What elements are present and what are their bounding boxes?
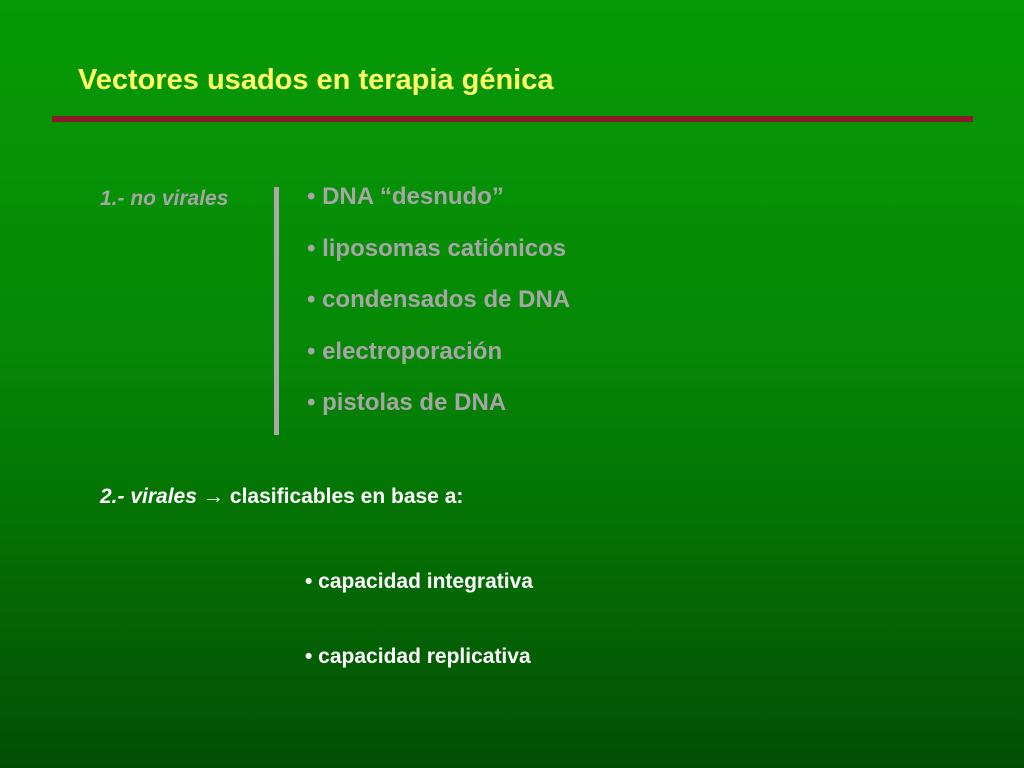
section-viral-text: clasificables en base a: (229, 485, 464, 508)
list-item: • electroporación (307, 337, 503, 365)
title-underline (52, 116, 973, 122)
list-item: • capacidad integrativa (305, 570, 533, 593)
list-item: • pistolas de DNA (307, 389, 507, 416)
list-item: • liposomas catiónicos (307, 234, 567, 262)
list-item: • condensados de DNA (307, 286, 571, 313)
list-item: • capacidad replicativa (305, 645, 531, 668)
nonviral-vector-list: • DNA “desnudo” • liposomas catiónicos •… (307, 180, 570, 438)
bracket-divider (274, 187, 279, 435)
list-item: • DNA “desnudo” (307, 183, 504, 210)
slide-title: Vectores usados en terapia génica (78, 64, 554, 96)
section-nonviral-label: 1.- no virales (100, 187, 229, 210)
section-viral-heading: 2.- virales→clasificables en base a: (100, 485, 463, 509)
section-viral-label: 2.- virales (100, 485, 197, 508)
viral-criteria-list: • capacidad integrativa • capacidad repl… (305, 566, 533, 716)
right-arrow-icon: → (202, 485, 224, 508)
